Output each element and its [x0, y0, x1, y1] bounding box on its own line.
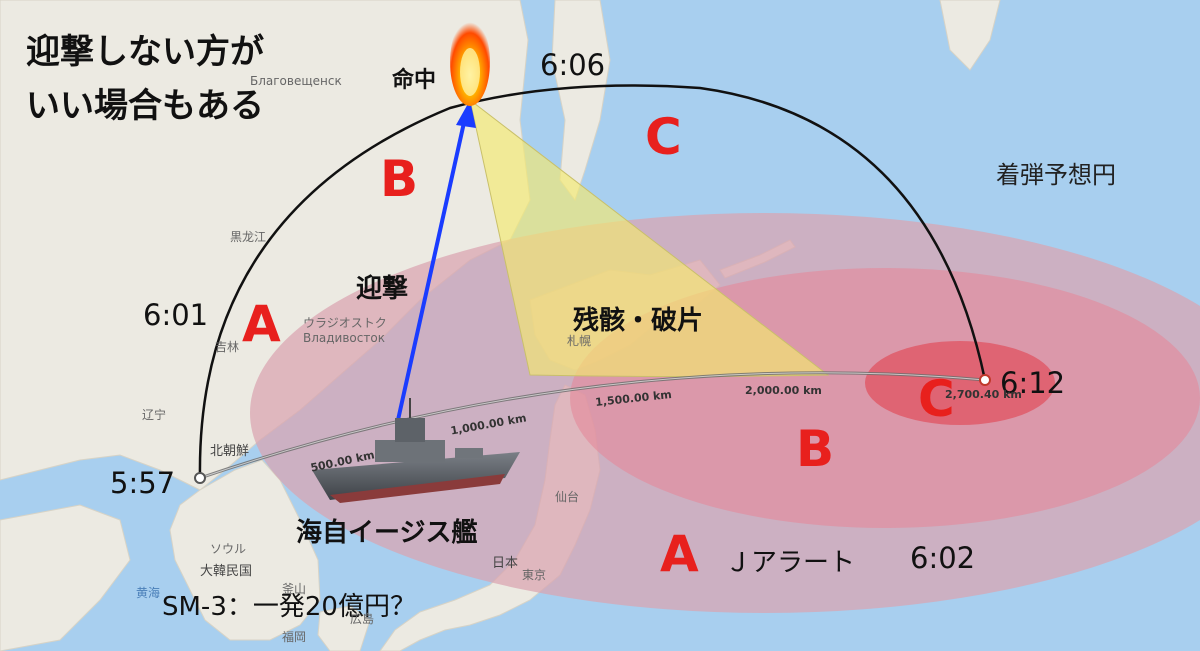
- korean-peninsula: [169, 459, 321, 641]
- china-coast: [0, 504, 131, 651]
- debris-label: 残骸・破片: [573, 306, 704, 336]
- map-label-blagoveshchensk: Благовещенск: [250, 74, 342, 88]
- map-label-japan: 日本: [492, 556, 519, 571]
- launch-time: 5:57: [110, 466, 176, 500]
- map-label-heilongjiang: 黒龙江: [230, 230, 267, 244]
- hit-label: 命中: [392, 68, 437, 93]
- hit-time: 6:06: [540, 48, 606, 82]
- page-title-line1: 迎撃しない方が: [26, 32, 264, 72]
- zone-b-left: B: [380, 150, 419, 208]
- map-label-seoul: ソウル: [210, 542, 247, 556]
- time-601: 6:01: [143, 298, 209, 332]
- kyushu: [317, 605, 371, 651]
- jalert-time: 6:02: [910, 541, 976, 575]
- map-label-liaoning: 辽宁: [142, 408, 167, 422]
- map-label-tokyo: 東京: [522, 568, 547, 582]
- page-title-line2: いい場合もある: [26, 86, 264, 126]
- map-label-north-korea: 北朝鮮: [210, 444, 250, 459]
- intercept-arrowhead: [456, 100, 476, 128]
- intercept-label: 迎撃: [356, 274, 409, 304]
- explosion-icon: [450, 18, 490, 106]
- impact-circle-label: 着弾予想円: [996, 161, 1116, 189]
- map-label-south-korea: 大韓民国: [200, 564, 253, 579]
- debris-zone: [469, 98, 830, 377]
- kamchatka: [939, 0, 1001, 71]
- zone-a-left: A: [242, 295, 281, 353]
- launch-point-icon: [194, 472, 206, 484]
- map-label-jilin: 吉林: [215, 340, 240, 354]
- ground-track-highlight: [199, 372, 986, 479]
- map-label-vladivostok-ru: Владивосток: [303, 331, 385, 345]
- zone-b-right: B: [796, 420, 835, 478]
- map-label-yellow-sea: 黄海: [136, 586, 161, 600]
- zone-c-right: C: [918, 370, 955, 428]
- map-label-vladivostok-jp: ウラジオストク: [303, 316, 387, 330]
- trajectory-arc: [198, 84, 987, 479]
- intercept-arrow: [396, 117, 467, 421]
- map-label-hiroshima: 広島: [350, 612, 375, 626]
- distance-2700: 2,700.40 km: [945, 388, 1022, 401]
- zone-a-bottom: A: [660, 525, 699, 583]
- map-label-sapporo: 札幌: [567, 334, 592, 348]
- impact-time: 6:12: [1000, 366, 1066, 400]
- map-label-sendai: 仙台: [555, 490, 580, 504]
- zone-c-top: C: [645, 108, 682, 166]
- aegis-destroyer-icon: [312, 398, 520, 503]
- ship-label: 海自イージス艦: [296, 518, 478, 548]
- cost-label: SM-3：一発20億円？: [162, 592, 416, 622]
- map-label-fukuoka: 福岡: [282, 630, 307, 644]
- impact-circle-inner: [865, 341, 1055, 425]
- map-label-busan: 釜山: [282, 582, 307, 596]
- jalert-label: Ｊアラート: [725, 548, 856, 578]
- impact-point-icon: [979, 374, 991, 386]
- distance-2000: 2,000.00 km: [745, 384, 822, 397]
